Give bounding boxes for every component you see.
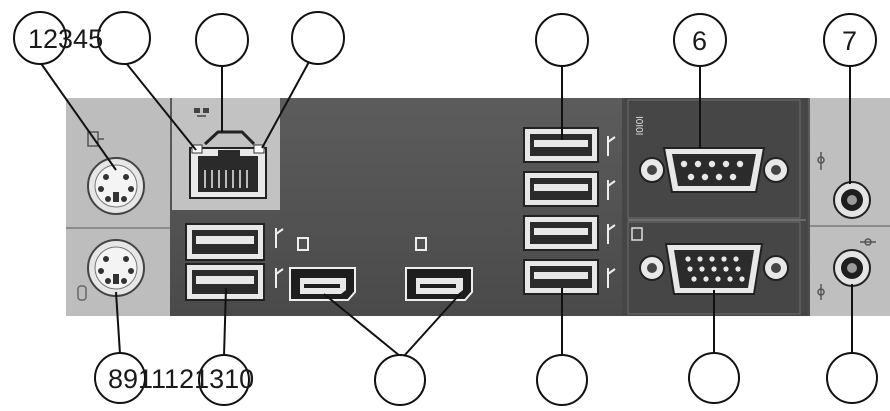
usb-icon bbox=[275, 228, 284, 288]
callout-circle-9 bbox=[198, 354, 250, 406]
mouse-icon bbox=[77, 285, 87, 301]
callout-circle-3 bbox=[195, 13, 249, 67]
keyboard-icon bbox=[87, 131, 104, 147]
usb-port-right-3 bbox=[523, 215, 599, 251]
callout-circle-5 bbox=[535, 13, 589, 67]
usb-port-right-2 bbox=[523, 171, 599, 207]
vga-monitor-icon bbox=[631, 227, 643, 241]
callout-circle-13 bbox=[826, 352, 878, 404]
callout-circle-4 bbox=[291, 11, 345, 65]
displayport-icon bbox=[297, 237, 427, 251]
line-out-icon bbox=[817, 152, 825, 170]
callout-circle-10 bbox=[374, 354, 426, 406]
callout-label-top-group: 12345 bbox=[28, 24, 103, 54]
vga-port bbox=[639, 243, 789, 295]
usb-icon-right bbox=[607, 136, 616, 288]
svg-text:I0I0I: I0I0I bbox=[633, 116, 644, 135]
callout-label-bottom-group: 8911121310 bbox=[108, 364, 254, 394]
usb-port-left-top bbox=[185, 223, 265, 261]
callout-circles-top bbox=[13, 11, 877, 67]
line-in-icon bbox=[817, 238, 876, 300]
ps2-mouse-port bbox=[87, 239, 145, 297]
callout-circle-7 bbox=[823, 13, 877, 67]
usb-port-right-4 bbox=[523, 259, 599, 295]
callout-circle-12 bbox=[688, 352, 740, 404]
callout-circle-2 bbox=[97, 11, 151, 65]
audio-line-out-jack bbox=[833, 181, 871, 219]
serial-port-icon: I0I0I bbox=[633, 116, 644, 135]
callout-label-6: 6 bbox=[692, 26, 707, 56]
leader-lines-top bbox=[39, 57, 851, 184]
ps2-keyboard-port bbox=[87, 157, 145, 215]
callout-label-7: 7 bbox=[842, 26, 857, 56]
callout-circle-8 bbox=[94, 352, 146, 404]
callout-circle-6 bbox=[673, 13, 727, 67]
displayport-1 bbox=[289, 267, 356, 301]
callout-circles-bottom bbox=[94, 352, 878, 406]
displayport-2 bbox=[405, 267, 473, 301]
callout-circle-11 bbox=[536, 354, 588, 406]
audio-line-in-jack bbox=[833, 249, 871, 287]
network-icon bbox=[194, 108, 209, 117]
lan-port bbox=[189, 130, 267, 199]
serial-port bbox=[639, 147, 789, 193]
callout-circle-1 bbox=[13, 11, 67, 65]
leader-lines-bottom bbox=[115, 284, 853, 357]
